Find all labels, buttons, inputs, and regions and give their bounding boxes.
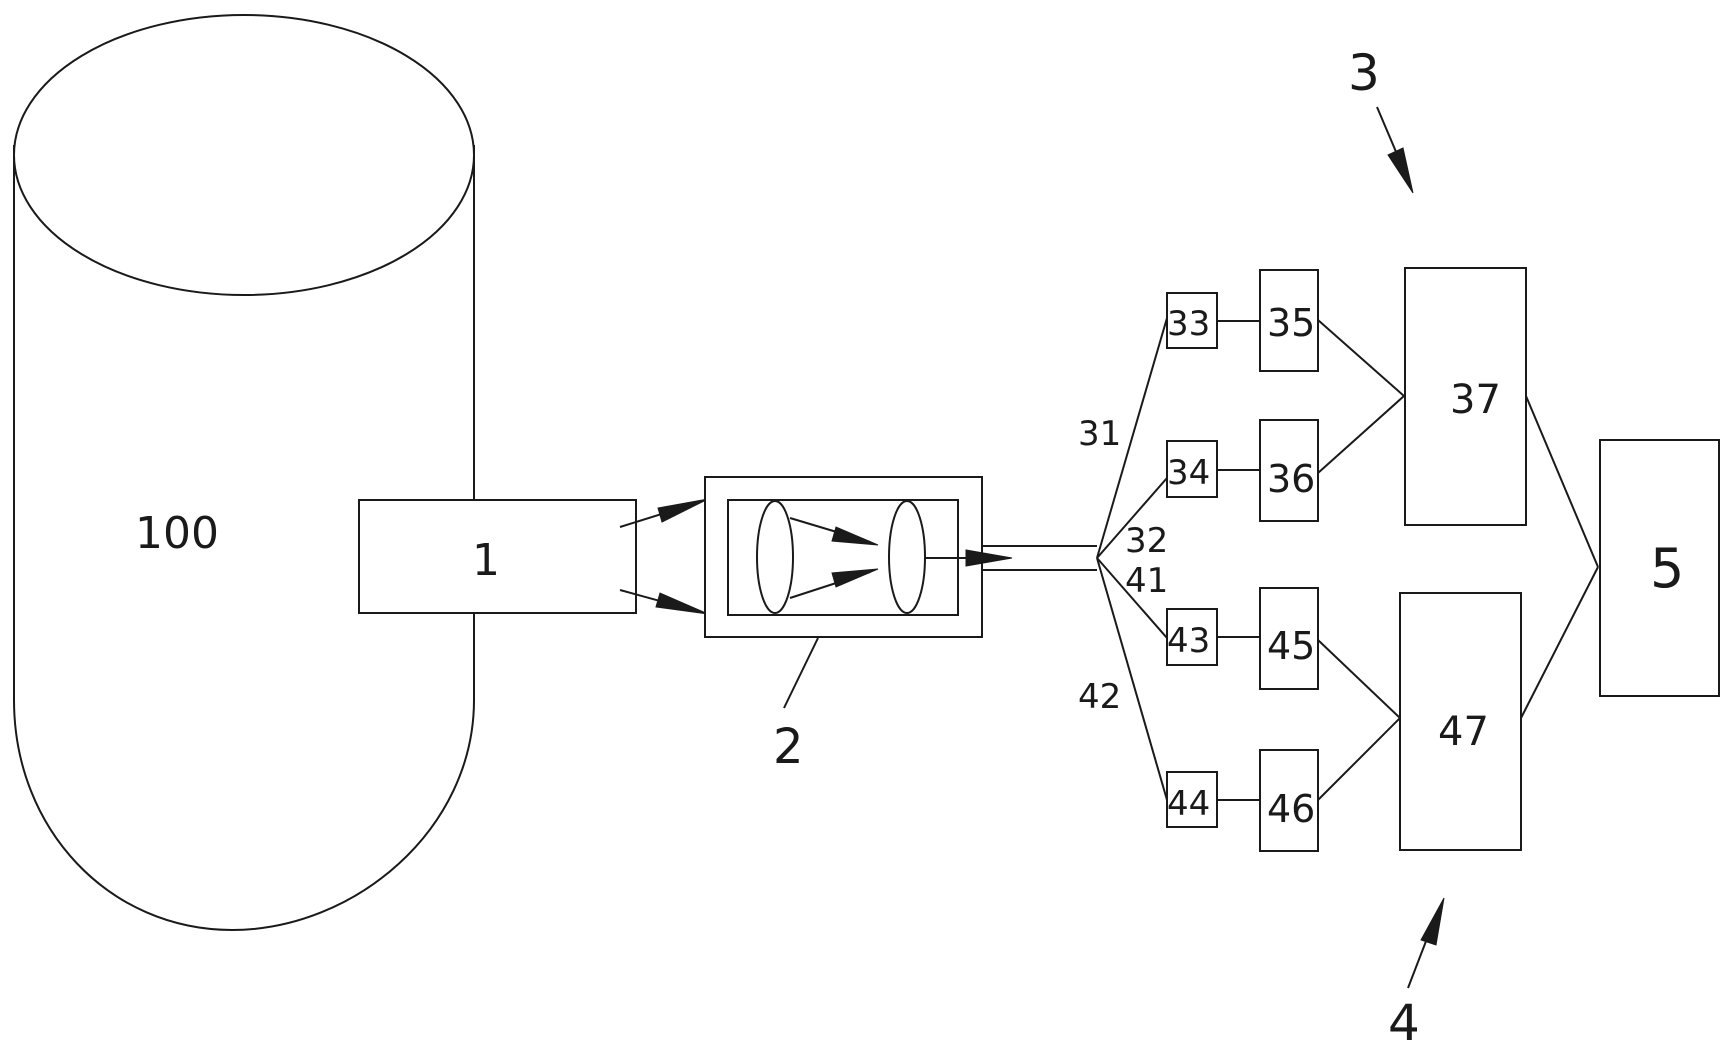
branch-lines: 31 32 41 42 (1078, 317, 1168, 801)
branch-32 (1096, 477, 1168, 559)
label-36: 36 (1267, 457, 1315, 501)
unit-1-label: 1 (472, 535, 500, 586)
tank-top (13, 14, 475, 296)
unit-5-box (1599, 439, 1720, 697)
group-3-callout: 3 (1348, 44, 1414, 194)
group-3-arrowhead (1387, 147, 1414, 194)
branch-31 (1096, 317, 1168, 559)
label-44: 44 (1167, 784, 1210, 824)
label-45: 45 (1267, 624, 1315, 668)
unit-1-box (358, 499, 637, 614)
unit-5: 5 (1599, 439, 1720, 697)
box-33 (1166, 292, 1218, 349)
ray-upper-head (831, 526, 879, 546)
group-4-arrowhead (1420, 897, 1445, 946)
converging-connectors (1317, 319, 1405, 801)
box-35 (1259, 269, 1319, 372)
lower-arrowhead (655, 592, 709, 615)
label-43: 43 (1167, 621, 1210, 661)
output-ray-head (965, 549, 1013, 567)
box-47 (1399, 592, 1522, 851)
tank-label: 100 (135, 508, 219, 559)
box-36 (1259, 419, 1319, 522)
label-33: 33 (1167, 304, 1210, 344)
box-43 (1166, 608, 1218, 666)
unit-2-label: 2 (773, 719, 804, 775)
label-31: 31 (1078, 414, 1121, 454)
branch-42 (1096, 557, 1168, 801)
group-4-callout: 4 (1388, 897, 1445, 1051)
label-37: 37 (1450, 377, 1501, 423)
unit-5-label: 5 (1650, 537, 1684, 600)
label-41: 41 (1125, 561, 1168, 601)
label-42: 42 (1078, 677, 1121, 717)
box-44 (1166, 771, 1218, 828)
unit5-connectors (1520, 395, 1599, 719)
label-35: 35 (1267, 301, 1315, 345)
group-4-label: 4 (1388, 994, 1420, 1051)
small-boxes: 33 34 43 44 (1166, 292, 1218, 828)
ray-lower-head (831, 568, 879, 588)
unit-2-leader (783, 637, 819, 709)
box-46 (1259, 749, 1319, 852)
upper-arrowhead (657, 498, 709, 523)
unit-1: 1 (358, 499, 637, 614)
medium-boxes: 35 36 45 46 (1259, 269, 1319, 852)
tank-100: 100 (13, 14, 475, 932)
tank-body (13, 145, 475, 932)
box-45 (1259, 587, 1319, 690)
unit-2: 2 (704, 476, 1013, 775)
lens-1 (756, 500, 794, 614)
label-32: 32 (1125, 521, 1168, 561)
label-46: 46 (1267, 787, 1315, 831)
group-3-label: 3 (1348, 44, 1380, 102)
label-34: 34 (1167, 453, 1210, 493)
large-boxes: 37 47 (1399, 267, 1527, 851)
box-34 (1166, 440, 1218, 498)
unit1-to-unit2-arrows (619, 498, 709, 615)
box-37 (1404, 267, 1527, 526)
fiber-bundle (982, 545, 1097, 571)
label-47: 47 (1438, 709, 1489, 755)
short-connectors (1217, 320, 1260, 801)
branch-41 (1096, 557, 1168, 639)
